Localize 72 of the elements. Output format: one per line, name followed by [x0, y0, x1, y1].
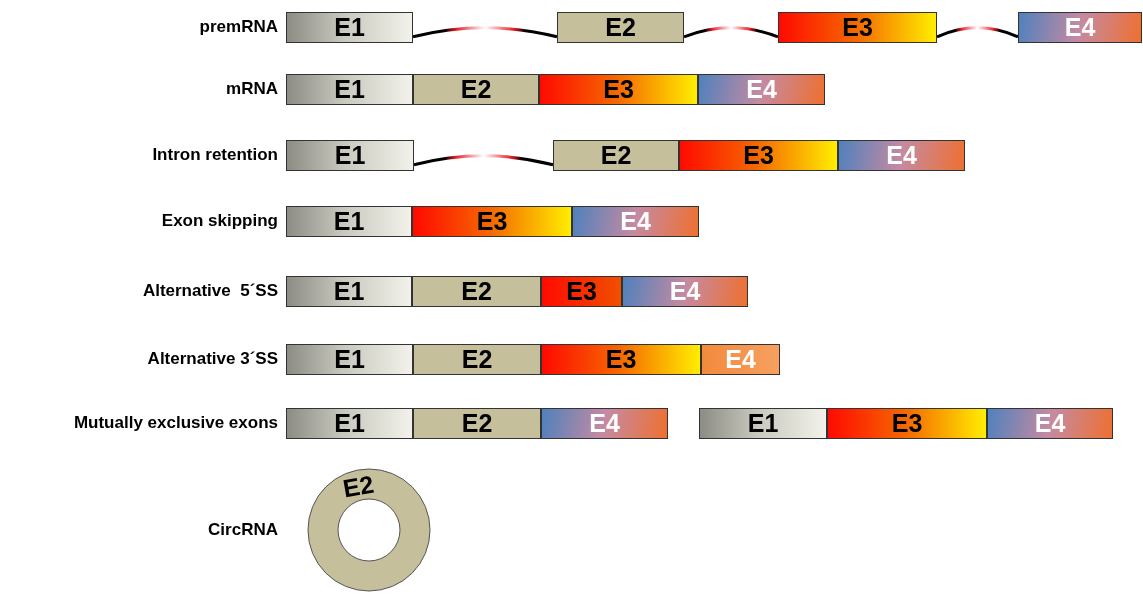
- exon-label: E2: [461, 347, 493, 372]
- exon-label: E2: [461, 279, 492, 304]
- exon-box: [413, 74, 539, 105]
- exon-label: E1: [334, 347, 365, 372]
- exon-label: E3: [891, 411, 923, 436]
- exon-label: E1: [333, 209, 365, 234]
- exon-label: E4: [746, 77, 777, 102]
- exon-label: E1: [333, 279, 365, 304]
- exon-box: [838, 140, 965, 171]
- exon-box: [778, 12, 937, 43]
- exon-label: E3: [605, 347, 637, 372]
- exon-box: [987, 408, 1113, 439]
- exon-box: [539, 74, 698, 105]
- exon-box: [622, 276, 748, 307]
- exon-label: E2: [461, 411, 493, 436]
- exon-box: [557, 12, 684, 43]
- exon-label: E4: [620, 209, 651, 234]
- exon-label: E4: [725, 347, 756, 372]
- exon-box: [286, 74, 413, 105]
- exon-label: E2: [605, 15, 636, 40]
- exon-box: [286, 140, 414, 171]
- exon-label: E3: [603, 77, 634, 102]
- row-label: mRNA: [226, 79, 278, 99]
- exon-box: [412, 276, 541, 307]
- exon-label: E3: [743, 143, 774, 168]
- exon-box: [412, 206, 572, 237]
- exon-label: E2: [460, 77, 492, 102]
- exon-label: E1: [747, 411, 779, 436]
- exon-label: E4: [589, 411, 620, 436]
- exon-box: [413, 408, 541, 439]
- exon-box: [827, 408, 987, 439]
- intron-line: [683, 26, 779, 39]
- exon-label: E2: [341, 471, 376, 502]
- exon-box: [701, 344, 780, 375]
- circular-rna-ring: [307, 468, 431, 592]
- exon-label: E4: [1034, 411, 1066, 436]
- exon-label: E1: [334, 15, 365, 40]
- exon-label: E3: [566, 279, 597, 304]
- row-label: Mutually exclusive exons: [73, 413, 278, 433]
- exon-box: [541, 408, 668, 439]
- exon-box: [572, 206, 699, 237]
- intron-line: [936, 26, 1019, 39]
- row-label: Exon skipping: [161, 211, 278, 231]
- row-label: premRNA: [199, 17, 278, 37]
- exon-box: [286, 408, 413, 439]
- exon-box: [541, 276, 622, 307]
- exon-box: [286, 276, 412, 307]
- intron-line: [413, 154, 554, 167]
- exon-label: E3: [842, 15, 873, 40]
- exon-box: [413, 344, 541, 375]
- exon-label: E2: [600, 143, 632, 168]
- exon-box: [698, 74, 825, 105]
- exon-label: E3: [476, 209, 508, 234]
- row-label: Alternative 5´SS: [142, 281, 278, 301]
- row-label: Intron retention: [152, 145, 278, 165]
- exon-box: [541, 344, 701, 375]
- exon-box: [679, 140, 838, 171]
- exon-label: E1: [334, 77, 365, 102]
- exon-box: [699, 408, 827, 439]
- exon-label: E4: [886, 143, 917, 168]
- row-label: CircRNA: [208, 520, 278, 540]
- exon-box: [286, 206, 412, 237]
- exon-box: [286, 12, 413, 43]
- exon-label: E4: [1064, 15, 1096, 40]
- exon-box: [1018, 12, 1142, 43]
- exon-box: [286, 344, 413, 375]
- exon-label: E4: [669, 279, 701, 304]
- intron-line: [412, 26, 558, 39]
- exon-label: E1: [334, 411, 365, 436]
- exon-label: E1: [334, 143, 366, 168]
- row-label: Alternative 3´SS: [147, 349, 278, 369]
- exon-box: [553, 140, 679, 171]
